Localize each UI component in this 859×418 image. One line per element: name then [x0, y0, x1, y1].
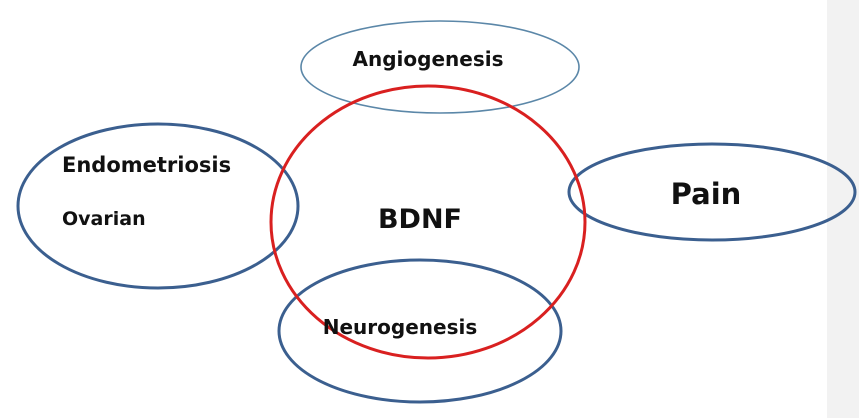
side-panel-strip [827, 0, 859, 418]
endometriosis-label: Endometriosis [62, 153, 231, 177]
bdnf-label: BDNF [378, 204, 462, 235]
neurogenesis-label: Neurogenesis [323, 315, 478, 339]
angiogenesis-label: Angiogenesis [353, 47, 504, 71]
ovarian-label: Ovarian [62, 208, 146, 230]
pain-label: Pain [671, 177, 742, 211]
angiogenesis-ellipse [300, 20, 580, 114]
neurogenesis-ellipse [277, 258, 563, 404]
pain-ellipse [567, 142, 857, 242]
endometriosis-ellipse [16, 122, 300, 290]
bdnf-circle [269, 84, 587, 360]
